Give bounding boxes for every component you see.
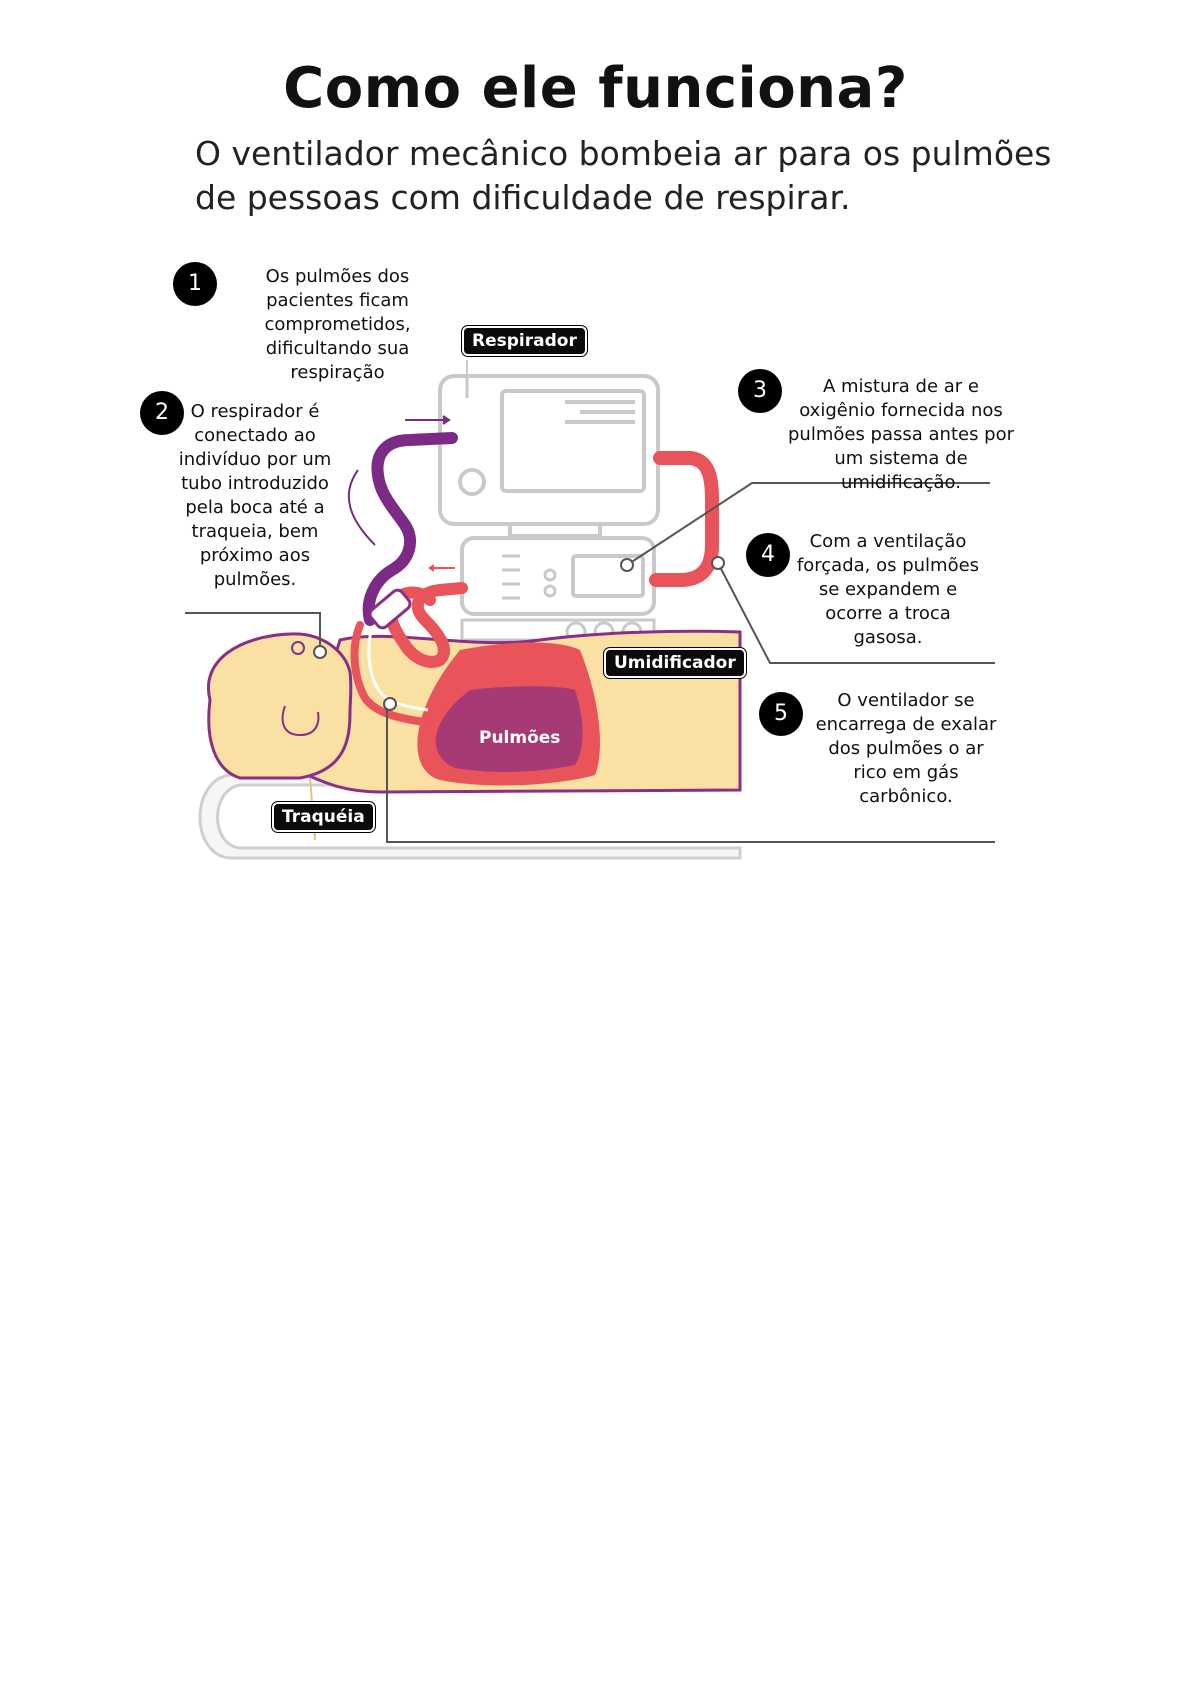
step-5-text: O ventilador se encarrega de exalar dos … (815, 690, 997, 807)
callout-line-5 (386, 704, 995, 843)
label-umidificador: Umidificador (604, 648, 746, 678)
label-pulmoes: Pulmões (479, 728, 561, 748)
step-5-badge: 5 (759, 692, 803, 736)
callout-line-4 (717, 562, 995, 664)
purple-tube (362, 432, 458, 626)
respirator-screen (500, 389, 646, 493)
label-respirador: Respirador (462, 326, 587, 356)
patient-head (207, 632, 353, 780)
page-title: Como ele funciona? (283, 56, 908, 121)
callout-line-2 (185, 612, 321, 650)
step-3-text: A mistura de ar e oxigênio fornecida nos… (787, 376, 1015, 493)
respirator-knob (458, 468, 486, 496)
step-3-badge: 3 (738, 369, 782, 413)
step-2-badge: 2 (140, 391, 184, 435)
red-tube-right (649, 451, 719, 587)
flow-arrow-curve (348, 469, 376, 546)
step-2-text: O respirador é conectado ao indivíduo po… (178, 401, 332, 590)
flow-arrow-red-right (701, 554, 713, 579)
page-subtitle: O ventilador mecânico bombeia ar para os… (195, 134, 1052, 217)
callout-line-3 (626, 482, 990, 566)
step-4-text: Com a ventilação forçada, os pulmões se … (796, 531, 980, 648)
label-traqueia: Traquéia (272, 802, 375, 832)
step-1-text: Os pulmões dos pacientes ficam compromet… (264, 266, 411, 383)
tracheal-tube (350, 621, 429, 726)
step-1-badge: 1 (173, 262, 217, 306)
step-4-badge: 4 (746, 533, 790, 577)
lungs-inner (435, 686, 583, 772)
